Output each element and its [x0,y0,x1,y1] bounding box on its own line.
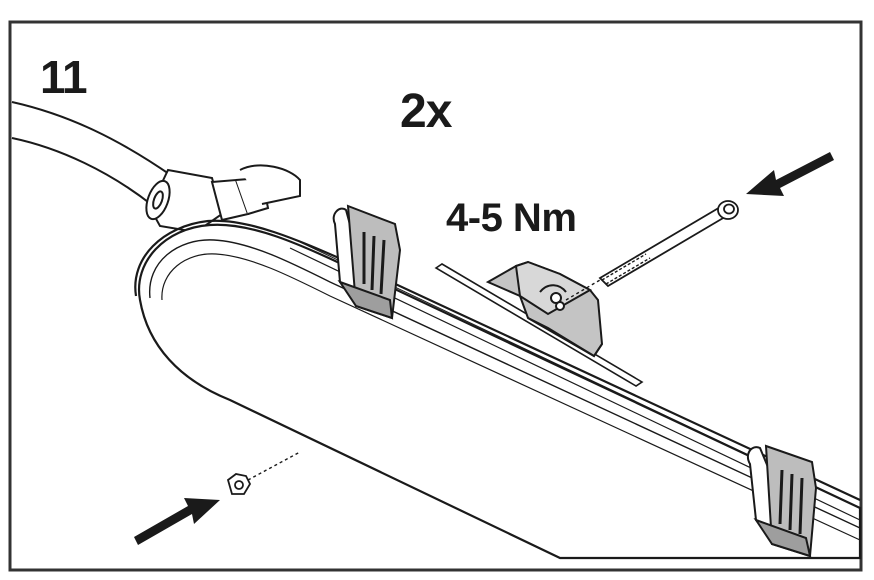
bolt-icon [598,200,739,288]
end-clip-right [746,444,818,558]
luminaire-body [134,219,862,560]
nut-icon [226,473,252,495]
bracket-icon [485,260,604,358]
nut-guide-line [247,451,301,481]
bolt-guide-line [565,279,601,301]
diagram-frame [8,20,863,572]
arrow-icon [746,152,834,196]
torque-label: 4-5 Nm [446,196,577,240]
arrow-icon [134,498,220,545]
step-number: 11 [40,51,88,103]
cable-gland-icon [145,164,301,234]
end-clip-left [332,204,402,320]
power-cable [11,101,173,206]
quantity-label: 2x [400,85,452,138]
